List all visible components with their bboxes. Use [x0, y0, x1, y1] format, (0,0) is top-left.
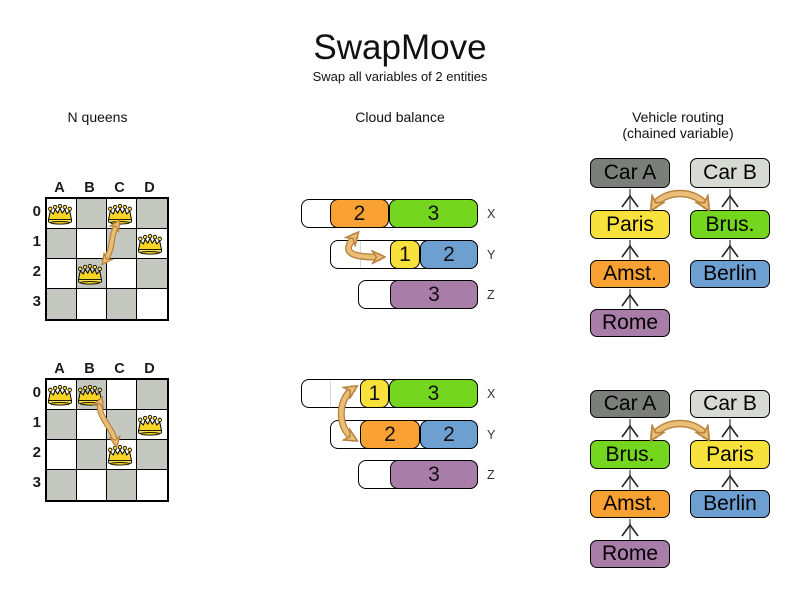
header-nqueens: N queens: [67, 109, 128, 125]
city-box-amst: Amst.: [590, 260, 670, 288]
vehicle-box-car-b: Car B: [690, 390, 770, 418]
city-box-brus: Brus.: [690, 210, 770, 239]
board-cell: [137, 470, 167, 500]
board-cell: [47, 440, 77, 470]
board-cell: [77, 470, 107, 500]
process-segment: 3: [390, 280, 478, 309]
page-subtitle: Swap all variables of 2 entities: [312, 69, 488, 84]
board-cell: [137, 440, 167, 470]
computer-label: X: [487, 207, 496, 221]
vehicle-box-car-b: Car B: [690, 158, 770, 188]
board-cell: [47, 289, 77, 319]
col-label: B: [84, 361, 96, 377]
capacity-unit-line: [330, 380, 331, 407]
process-segment: 1: [390, 240, 420, 269]
process-segment: 2: [420, 240, 478, 269]
board-cell: [77, 289, 107, 319]
process-segment: 2: [360, 420, 420, 449]
queen-icon: [48, 203, 72, 225]
col-label: B: [84, 180, 96, 196]
row-label: 1: [32, 233, 41, 250]
vehicle-box-car-a: Car A: [590, 158, 670, 188]
queen-icon: [138, 414, 162, 436]
board-cell: [77, 199, 107, 229]
col-label: A: [54, 361, 66, 377]
board-cell: [77, 410, 107, 440]
col-label: D: [144, 180, 156, 196]
process-segment: 3: [389, 379, 478, 408]
row-label: 0: [32, 384, 41, 401]
board-cell: [107, 229, 137, 259]
header-vehicle-routing-sub: (chained variable): [622, 125, 734, 141]
chain-arrow: [629, 419, 731, 540]
swap-arrow: [653, 419, 707, 438]
col-label: C: [114, 180, 126, 196]
board-cell: [47, 410, 77, 440]
city-box-paris: Paris: [690, 440, 770, 469]
process-segment: 2: [420, 420, 478, 449]
nqueens-board-before: A B C D 0 1 2 3: [24, 180, 174, 322]
col-label: A: [54, 180, 66, 196]
header-vehicle-routing: Vehicle routing: [632, 109, 724, 125]
row-label: 2: [32, 444, 41, 461]
board-cell: [137, 199, 167, 229]
city-box-amst: Amst.: [590, 490, 670, 518]
city-box-rome: Rome: [590, 540, 670, 568]
city-box-berlin: Berlin: [690, 260, 770, 288]
board-cell: [107, 259, 137, 289]
board-cell: [77, 229, 107, 259]
process-segment: 1: [360, 379, 389, 408]
queen-icon: [78, 263, 102, 285]
city-box-rome: Rome: [590, 309, 670, 337]
board-cell: [107, 410, 137, 440]
chain-arrow: [629, 189, 731, 309]
page-title: SwapMove: [313, 28, 487, 67]
board-cell: [137, 380, 167, 410]
board-cell: [107, 470, 137, 500]
board-cell: [47, 229, 77, 259]
row-label: 1: [32, 414, 41, 431]
row-label: 0: [32, 203, 41, 220]
queen-icon: [138, 233, 162, 255]
process-segment: 3: [390, 460, 478, 489]
computer-label: Z: [487, 288, 495, 302]
board-cell: [77, 440, 107, 470]
row-label: 3: [32, 474, 41, 491]
swap-arrow: [653, 189, 707, 208]
computer-label: X: [487, 387, 496, 401]
city-box-paris: Paris: [590, 210, 670, 239]
queen-icon: [108, 444, 132, 466]
board-cell: [137, 259, 167, 289]
city-box-berlin: Berlin: [690, 490, 770, 518]
city-box-brus: Brus.: [590, 440, 670, 469]
board-cell: [107, 380, 137, 410]
process-segment: 2: [330, 199, 389, 228]
process-segment: 3: [389, 199, 478, 228]
row-label: 2: [32, 263, 41, 280]
nqueens-board-after: A B C D 0 1 2 3: [24, 361, 174, 503]
vehicle-box-car-a: Car A: [590, 390, 670, 418]
board-cell: [47, 470, 77, 500]
header-cloud-balance: Cloud balance: [355, 109, 445, 125]
board-cell: [47, 259, 77, 289]
queen-icon: [48, 384, 72, 406]
queen-icon: [78, 384, 102, 406]
computer-label: Y: [487, 428, 496, 442]
computer-label: Z: [487, 468, 495, 482]
col-label: D: [144, 361, 156, 377]
board-cell: [107, 289, 137, 319]
row-label: 3: [32, 293, 41, 310]
col-label: C: [114, 361, 126, 377]
computer-label: Y: [487, 248, 496, 262]
queen-icon: [108, 203, 132, 225]
board-cell: [137, 289, 167, 319]
capacity-unit-line: [360, 241, 361, 268]
